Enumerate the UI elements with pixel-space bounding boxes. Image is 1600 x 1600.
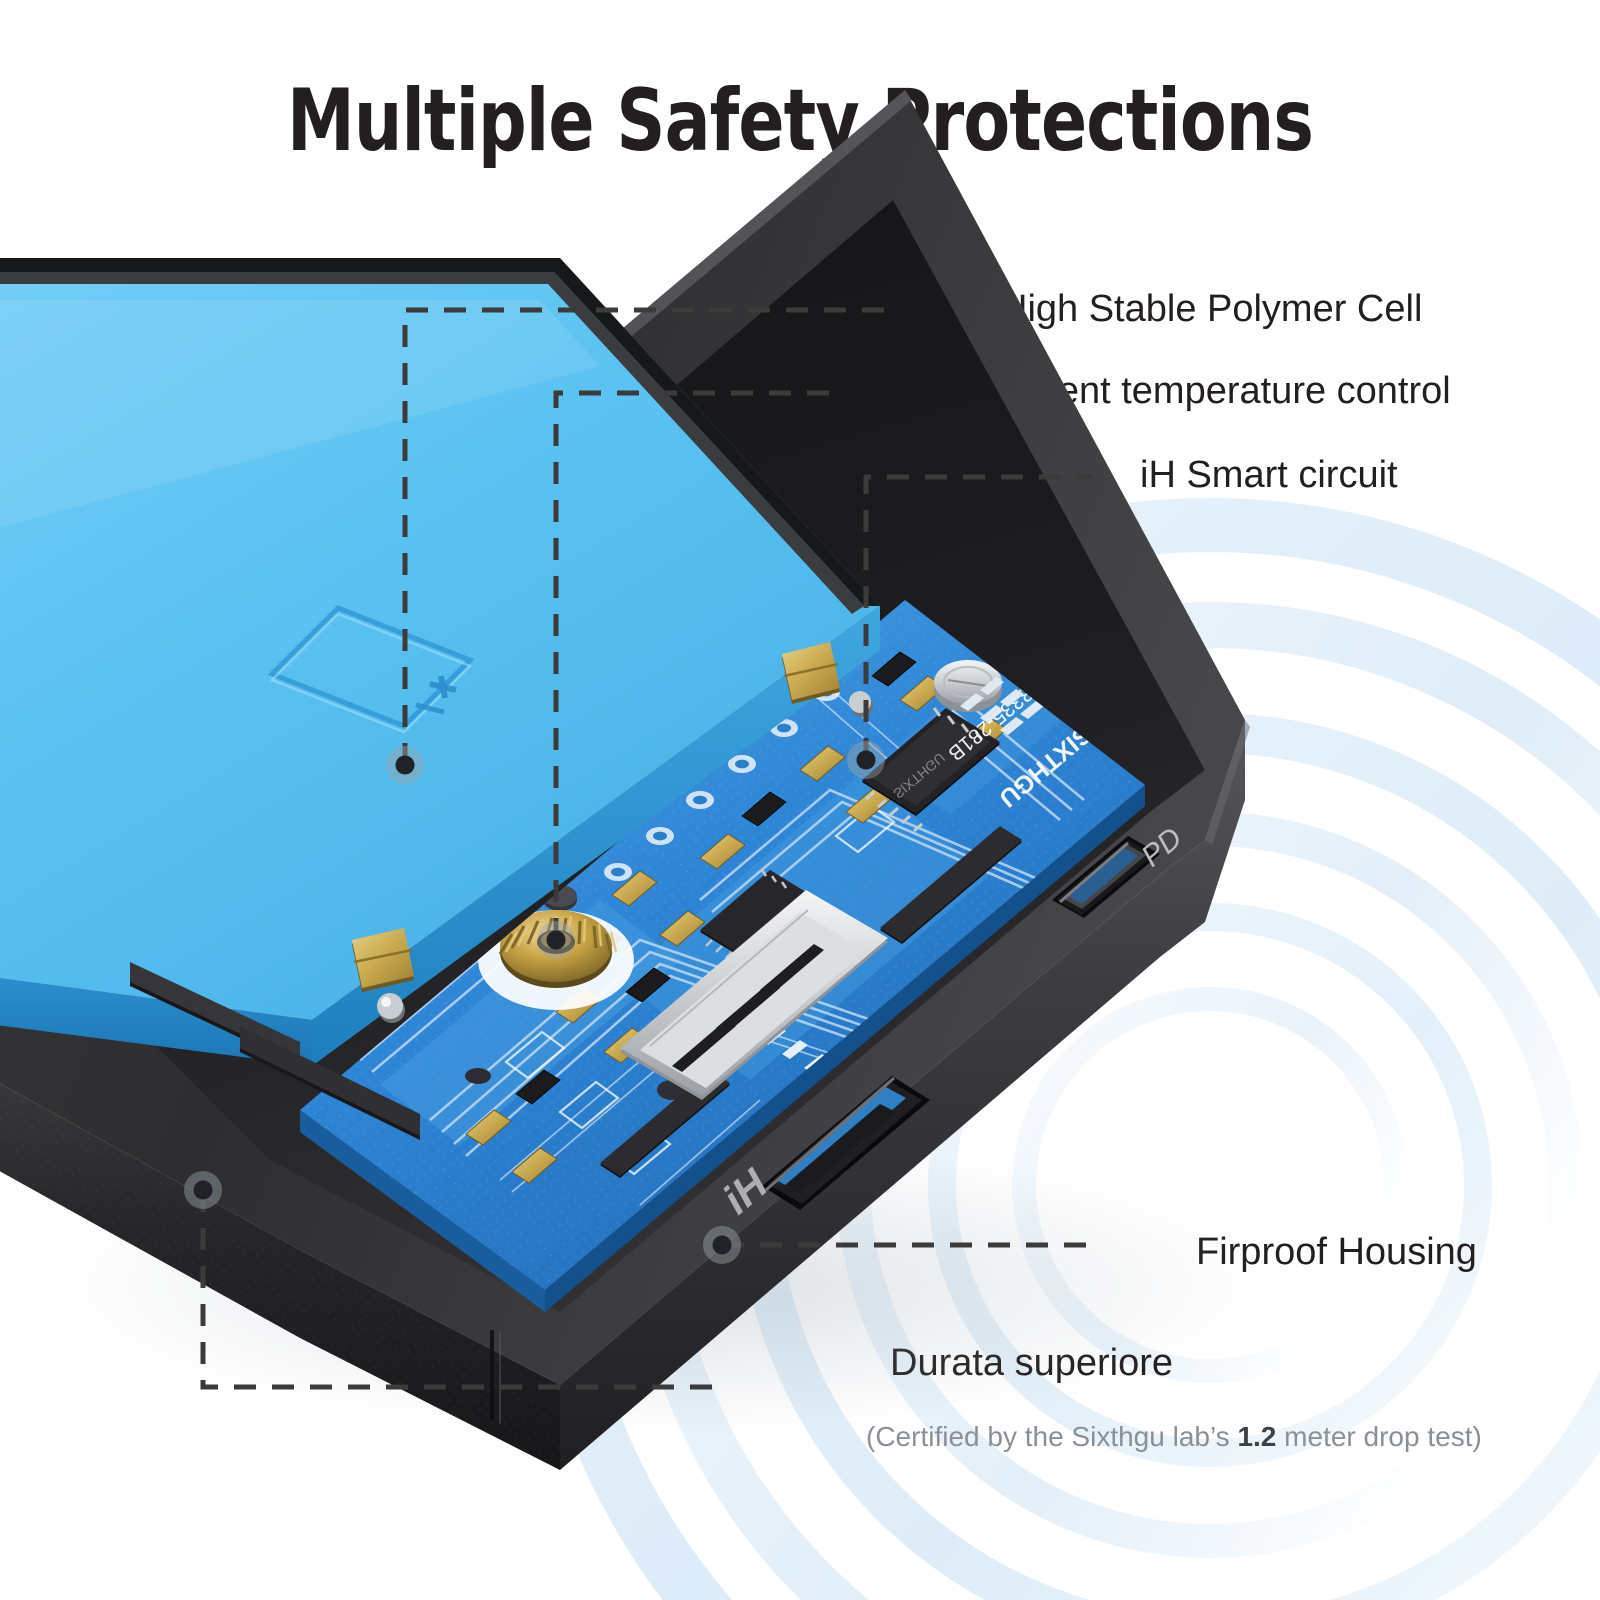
leader-fireproof-housing (703, 1226, 1090, 1264)
leader-temperature-control (537, 390, 840, 959)
leader-smart-circuit (847, 474, 1092, 779)
battery-plus-marking (429, 675, 457, 699)
leader-durability (184, 1171, 722, 1390)
leader-polymer-cell (386, 307, 890, 784)
callout-label-polymer-cell: High Stable Polymer Cell (1000, 288, 1423, 330)
usb-a-opening (762, 1076, 930, 1210)
certification-value: 1.2 (1237, 1421, 1277, 1452)
battery-contact-tabs (352, 642, 840, 992)
main-controller-chip: SIXTHGU (862, 707, 1000, 833)
polymer-battery-cell (0, 258, 880, 1066)
certification-prefix: (Certified by the Sixthgu lab’s (866, 1421, 1238, 1452)
circuit-board: SIXTHGU SIXTHGU S-DX-3335-28 (300, 600, 1145, 1312)
soic-chip (700, 869, 806, 965)
certification-note: (Certified by the Sixthgu lab’s 1.2 mete… (866, 1422, 1482, 1451)
shell-inner-lip (130, 962, 420, 1140)
callout-label-smart-circuit: iH Smart circuit (1140, 454, 1398, 496)
toroidal-inductor (478, 910, 634, 1010)
usb-a-port (620, 890, 888, 1100)
page-title: Multiple Safety Protections (286, 71, 1314, 171)
certification-suffix: meter drop test) (1276, 1421, 1482, 1452)
